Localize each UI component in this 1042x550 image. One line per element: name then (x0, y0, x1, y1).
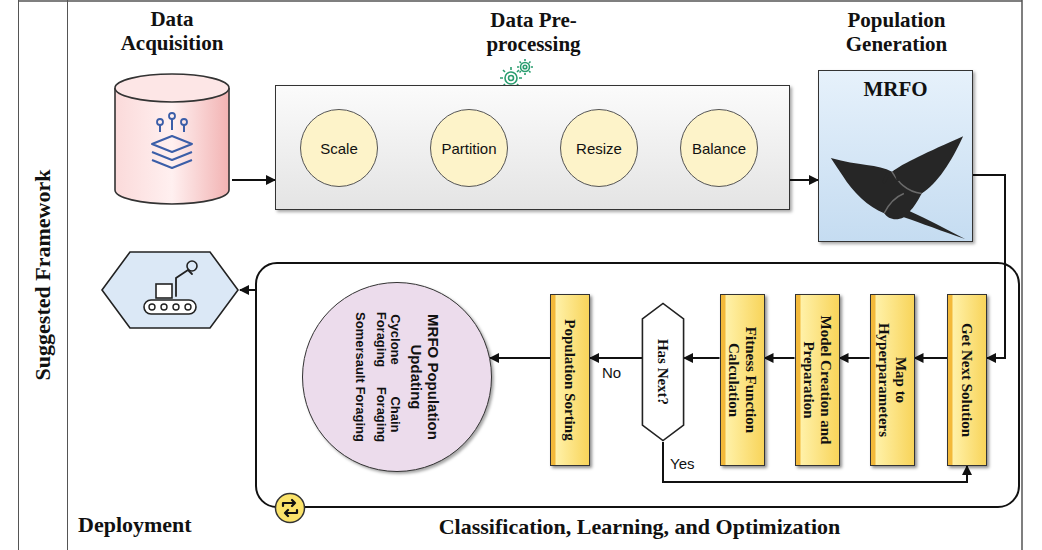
stage-heading: Deployment (78, 512, 192, 537)
step-label: Balance (692, 140, 746, 157)
database-cylinder (112, 72, 232, 207)
process-group-box: Data Pre-processingScalePartitionResizeB… (275, 85, 790, 210)
arrow-connector (590, 357, 642, 359)
conveyor-roller (161, 304, 167, 310)
data-icon-dot (157, 119, 163, 125)
band-title: Suggested Framework (31, 170, 55, 381)
circle-heading: MRFO Population Updating (408, 302, 441, 452)
section-heading: Classification, Learning, and Optimizati… (257, 514, 1022, 539)
process-circle: Partition (430, 109, 508, 187)
process-circle: Scale (300, 109, 378, 187)
step-label: Get Next Solution (959, 300, 976, 460)
deployment-hexagon: Deployment (100, 250, 240, 330)
manta-body (831, 136, 965, 239)
foraging-label: Somersault Foraging (353, 302, 367, 452)
process-box: Population Sorting (550, 294, 590, 466)
process-box: Fitness Function Calculation (720, 294, 765, 466)
process-box: Map to Hyperparameters (870, 294, 915, 466)
stage-heading: Population Generation (807, 8, 987, 56)
decision-label: Has Next? (655, 317, 672, 427)
step-label: Population Sorting (562, 300, 579, 460)
edge-label: No (600, 364, 623, 381)
loop-icon (274, 492, 306, 524)
process-box: Model Creation and Preparation (795, 294, 840, 466)
hexagon-shape (642, 303, 683, 440)
cylinder-body (115, 88, 229, 204)
hexagon-shape (102, 252, 238, 328)
deployment-hexagon-shape (100, 250, 240, 330)
manta-fins (884, 172, 898, 182)
arrow-connector (915, 357, 948, 359)
arrow-connector (765, 357, 795, 359)
arrow-connector (790, 179, 818, 181)
step-label: Partition (441, 140, 496, 157)
frame-line (1021, 0, 1023, 550)
data-icon-dot (169, 113, 175, 119)
step-label: Scale (320, 140, 358, 157)
frame-line (18, 0, 1022, 2)
loop-container: Classification, Learning, and Optimizati… (255, 262, 1020, 508)
edge-label: Yes (668, 455, 696, 472)
process-box: Get Next Solution (947, 294, 987, 466)
process-circle: Resize (560, 109, 638, 187)
update-circle: MRFO Population UpdatingCyclone Foraging… (302, 282, 492, 472)
arrow-connector (684, 357, 720, 359)
conveyor-roller (149, 304, 155, 310)
decision-hexagon: Has Next? (642, 302, 684, 442)
data-icon (152, 118, 192, 168)
arrow-connector (490, 357, 550, 359)
package (156, 284, 172, 298)
foraging-label: Cyclone Foraging (373, 302, 402, 377)
step-label: Model Creation and Preparation (801, 300, 834, 460)
stage-heading: Data Pre-processing (444, 8, 624, 56)
manta-detail (884, 172, 922, 213)
arrow-connector (840, 357, 870, 359)
step-label: Map to Hyperparameters (876, 300, 909, 460)
conveyor-roller (173, 304, 179, 310)
gear (187, 261, 197, 271)
rotated-text-block: MRFO Population UpdatingCyclone Foraging… (353, 302, 441, 452)
arrow-connector (240, 289, 255, 291)
robot-arm (176, 270, 192, 296)
database-node: Data Acquisition (112, 72, 232, 207)
algorithm-name: MRFO (819, 77, 972, 102)
step-label: Fitness Function Calculation (726, 300, 759, 460)
side-band: Suggested Framework (18, 0, 68, 550)
algorithm-box: Population GenerationMRFO (818, 70, 973, 242)
process-circle: Balance (680, 109, 758, 187)
cylinder-top (115, 74, 229, 102)
conveyor-roller (185, 304, 191, 310)
data-icon-dot (181, 119, 187, 125)
conveyor (144, 300, 196, 314)
step-label: Resize (576, 140, 622, 157)
foraging-label: Chain Foraging (373, 377, 402, 452)
stage-heading: Data Acquisition (102, 7, 242, 55)
arrow-connector (232, 179, 275, 181)
